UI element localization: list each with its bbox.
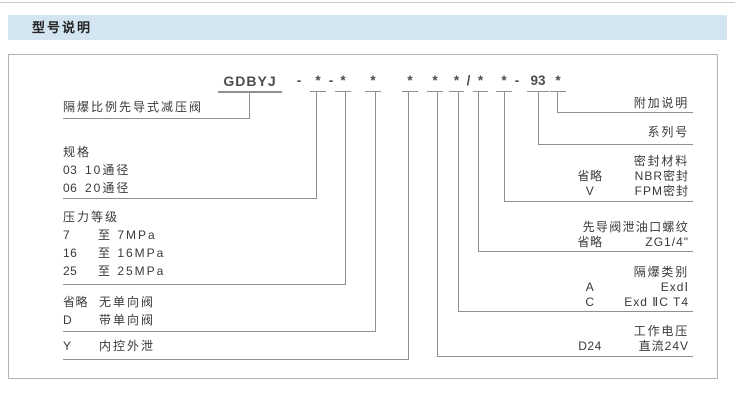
- connector-line: [458, 92, 459, 312]
- thread-row: 省略 ZG1/4": [573, 236, 689, 249]
- drain-code: Y: [63, 339, 72, 353]
- check-valve-row: D 带单向阀: [63, 314, 155, 327]
- check-valve-code: D: [63, 313, 73, 327]
- connector-line: [478, 251, 693, 252]
- explosion-desc: ExdⅠ: [660, 280, 689, 294]
- code-star-1: *: [310, 71, 326, 92]
- section-title: 型号说明: [32, 20, 93, 35]
- seal-code: 省略: [577, 169, 603, 183]
- spec-row: 06 20通径: [63, 182, 130, 195]
- connector-line: [63, 198, 317, 199]
- pressure-row: 16 至 16MPa: [63, 247, 165, 260]
- pressure-title: 压力等级: [63, 210, 120, 224]
- connector-line: [458, 311, 693, 312]
- thread-code: 省略: [577, 235, 603, 249]
- connector-line: [63, 284, 346, 285]
- pressure-row: 25 至 25MPa: [63, 265, 165, 278]
- page-top-rule: [0, 2, 735, 3]
- pressure-desc: 至 7MPa: [98, 228, 157, 242]
- drain-desc: 内控外泄: [99, 339, 156, 353]
- connector-line: [63, 118, 250, 119]
- check-valve-code: 省略: [63, 295, 89, 309]
- seal-title: 密封材料: [633, 154, 689, 168]
- connector-line: [557, 92, 558, 113]
- explosion-code: C: [585, 295, 595, 309]
- drain-row: Y 内控外泄: [63, 340, 155, 353]
- connector-line: [63, 331, 376, 332]
- connector-line: [478, 92, 479, 252]
- connector-line: [557, 112, 693, 113]
- code-star-4: *: [402, 71, 418, 92]
- code-star-9: *: [550, 71, 566, 92]
- spec-row: 03 10通径: [63, 164, 130, 177]
- pressure-desc: 至 25MPa: [98, 264, 166, 278]
- spec-desc: 20通径: [85, 181, 131, 195]
- connector-line: [504, 201, 693, 202]
- code-star-3: *: [365, 71, 381, 92]
- connector-line: [345, 92, 346, 285]
- thread-desc: ZG1/4": [645, 235, 689, 249]
- code-star-8: *: [496, 71, 512, 92]
- code-dash-1: -: [296, 73, 302, 88]
- explosion-row: A ExdⅠ: [573, 281, 689, 294]
- code-dash-2: -: [328, 73, 334, 88]
- connector-line: [63, 359, 409, 360]
- check-valve-desc: 带单向阀: [99, 313, 156, 327]
- voltage-title: 工作电压: [633, 324, 689, 338]
- check-valve-row: 省略 无单向阀: [63, 296, 155, 309]
- note-title: 附加说明: [633, 96, 689, 110]
- pressure-code: 7: [63, 228, 71, 242]
- spec-code: 03: [63, 163, 78, 177]
- voltage-desc: 直流24V: [638, 339, 689, 353]
- pressure-code: 25: [63, 264, 78, 278]
- connector-line: [249, 92, 250, 119]
- connector-line: [504, 92, 505, 202]
- voltage-row: D24 直流24V: [573, 340, 689, 353]
- series-title: 系列号: [647, 125, 689, 139]
- connector-line: [538, 92, 539, 145]
- code-star-2: *: [335, 71, 351, 92]
- connector-line: [437, 356, 693, 357]
- spec-title: 规格: [63, 145, 92, 159]
- connector-line: [375, 92, 376, 332]
- check-valve-desc: 无单向阀: [99, 295, 156, 309]
- label-valve-name: 隔爆比例先导式减压阀: [63, 100, 204, 114]
- code-slash: /: [466, 73, 471, 88]
- connector-line: [437, 92, 438, 357]
- pressure-desc: 至 16MPa: [98, 246, 166, 260]
- seal-code: V: [585, 184, 595, 198]
- code-dash-3: -: [514, 73, 520, 88]
- section-header-bar: 型号说明: [8, 15, 727, 40]
- thread-title: 先导阀泄油口螺纹: [582, 220, 689, 234]
- code-star-6: *: [449, 71, 464, 92]
- explosion-title: 隔爆类别: [633, 265, 689, 279]
- code-star-7: *: [473, 71, 488, 92]
- code-93: 93: [527, 71, 549, 92]
- explosion-row: C Exd ⅡC T4: [573, 296, 689, 309]
- connector-line: [408, 92, 409, 360]
- voltage-code: D24: [578, 339, 602, 353]
- pressure-row: 7 至 7MPa: [63, 229, 157, 242]
- seal-desc: NBR密封: [634, 169, 689, 183]
- nomenclature-diagram-box: GDBYJ - * - * * * * * / * * - 93 *: [8, 54, 718, 379]
- pressure-code: 16: [63, 246, 78, 260]
- seal-desc: FPM密封: [634, 184, 689, 198]
- explosion-code: A: [585, 280, 595, 294]
- code-gdbyj: GDBYJ: [218, 71, 282, 93]
- seal-row: 省略 NBR密封: [573, 170, 689, 183]
- code-star-5: *: [427, 71, 443, 92]
- connector-line: [538, 144, 693, 145]
- spec-desc: 10通径: [85, 163, 131, 177]
- spec-code: 06: [63, 181, 78, 195]
- explosion-desc: Exd ⅡC T4: [624, 295, 689, 309]
- seal-row: V FPM密封: [573, 185, 689, 198]
- connector-line: [316, 92, 317, 199]
